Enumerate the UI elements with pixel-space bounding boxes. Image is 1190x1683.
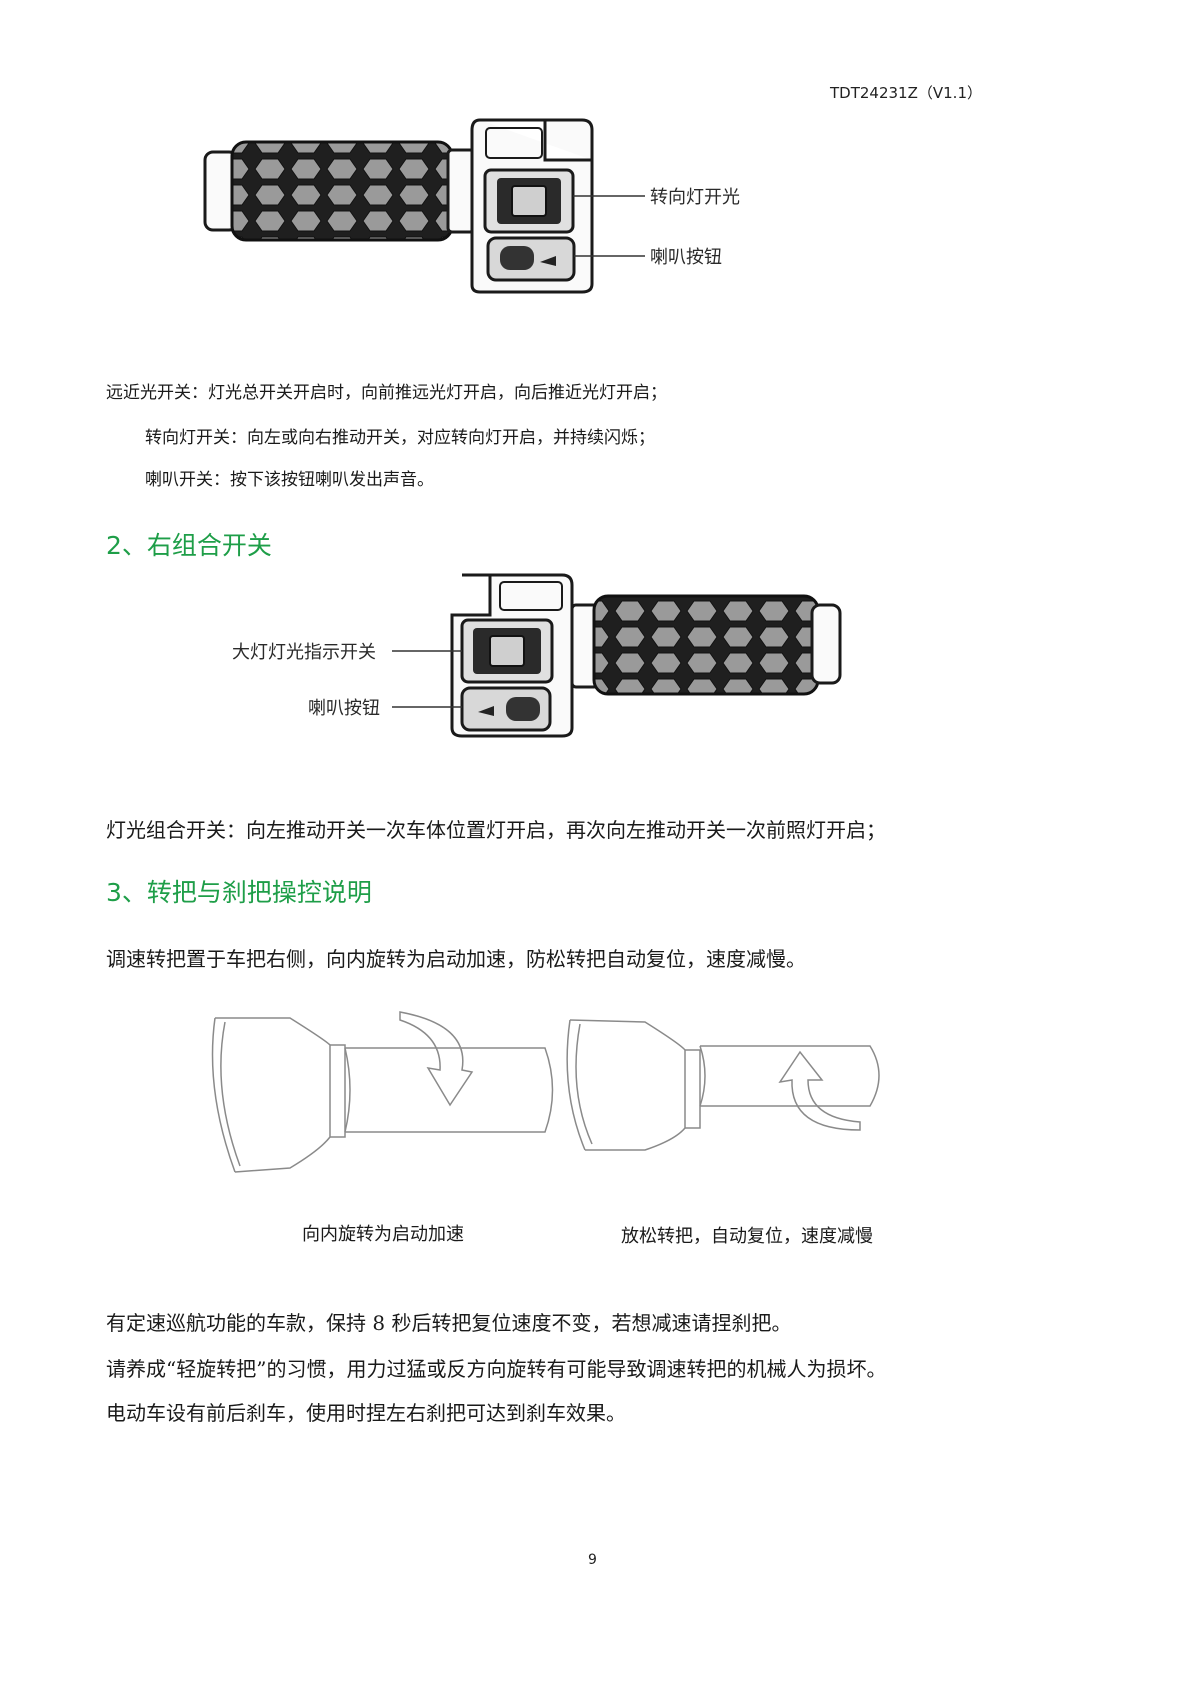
handlebar-grip: [230, 140, 454, 242]
caption-release: 放松转把，自动复位，速度减慢: [621, 1226, 873, 1247]
handlebar-grip-right: [592, 594, 820, 696]
label-light-indicator: 大灯灯光指示开关: [232, 642, 376, 663]
right-switch-figure: 大灯灯光指示开关 喇叭按钮: [232, 573, 842, 738]
text-horn-switch: 喇叭开关：按下该按钮喇叭发出声音。: [145, 470, 434, 490]
section-heading-right-switch: 2、右组合开关: [106, 531, 272, 560]
throttle-figure: [211, 1011, 880, 1173]
document-id: TDT24231Z（V1.1）: [830, 84, 982, 102]
caption-accelerate: 向内旋转为启动加速: [302, 1224, 464, 1245]
page-number: 9: [588, 1552, 597, 1568]
left-switch-figure: 转向灯开光 喇叭按钮: [203, 118, 740, 294]
text-cruise-note: 有定速巡航功能的车款，保持 8 秒后转把复位速度不变，若想减速请捏刹把。: [106, 1311, 792, 1335]
text-habit-note: 请养成“轻旋转把”的习惯，用力过猛或反方向旋转有可能导致调速转把的机械人为损坏。: [106, 1357, 887, 1381]
grip-end-cap-right: [810, 603, 842, 685]
text-beam-switch: 远近光开关：灯光总开关开启时，向前推远光灯开启，向后推近光灯开启；: [106, 383, 667, 403]
text-turn-switch: 转向灯开关：向左或向右推动开关，对应转向灯开启，并持续闪烁；: [145, 428, 655, 448]
label-turn-signal: 转向灯开光: [650, 187, 740, 208]
text-throttle-intro: 调速转把置于车把右侧，向内旋转为启动加速，防松转把自动复位，速度减慢。: [106, 947, 806, 971]
text-brake-note: 电动车设有前后刹车，使用时捏左右刹把可达到刹车效果。: [106, 1401, 626, 1425]
section-heading-throttle: 3、转把与刹把操控说明: [106, 878, 372, 907]
label-horn-left: 喇叭按钮: [650, 247, 722, 268]
text-light-switch: 灯光组合开关：向左推动开关一次车体位置灯开启，再次向左推动开关一次前照灯开启；: [106, 818, 886, 842]
grip-collar: [446, 148, 476, 234]
label-horn-right: 喇叭按钮: [308, 698, 380, 719]
